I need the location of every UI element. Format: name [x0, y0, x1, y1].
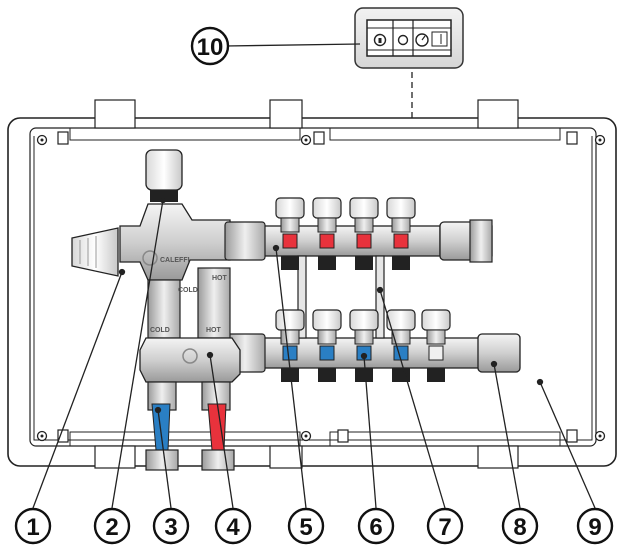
callout-8: 8: [501, 507, 539, 545]
svg-text:HOT: HOT: [206, 327, 222, 334]
svg-text:9: 9: [588, 514, 601, 541]
svg-text:2: 2: [105, 514, 118, 541]
callout-1: 1: [14, 507, 52, 545]
callout-10: 10: [190, 26, 230, 66]
manifold-brackets: [297, 255, 385, 339]
svg-text:7: 7: [438, 514, 451, 541]
supply-flow-icon: [282, 233, 298, 249]
leader-lines: [32, 43, 596, 509]
svg-text:COLD: COLD: [178, 287, 198, 294]
callout-5: 5: [287, 507, 325, 545]
callout-9: 9: [576, 507, 614, 545]
clock-icon: [415, 33, 429, 47]
enclosure-box: [7, 99, 617, 469]
svg-text:HOT: HOT: [212, 275, 228, 282]
callout-6: 6: [357, 507, 395, 545]
svg-text:CALEFFI: CALEFFI: [160, 257, 190, 264]
svg-text:8: 8: [513, 514, 526, 541]
return-flow-icon: [282, 345, 298, 361]
callout-4: 4: [214, 507, 252, 545]
brand-logo-icon: [397, 34, 409, 46]
callout-7: 7: [426, 507, 464, 545]
supply-valves: [275, 197, 416, 270]
callout-2: 2: [93, 507, 131, 545]
svg-text:3: 3: [164, 514, 177, 541]
svg-text:10: 10: [197, 34, 224, 61]
svg-text:1: 1: [26, 514, 39, 541]
svg-text:4: 4: [226, 514, 240, 541]
svg-text:5: 5: [299, 514, 312, 541]
return-valves: [275, 309, 451, 382]
thermal-actuator: [145, 149, 183, 191]
mixing-group: CALEFFI COLD HOT COLD HOT: [71, 149, 266, 471]
screw-icon: [36, 134, 606, 442]
callout-3: 3: [152, 507, 190, 545]
control-unit: [354, 7, 464, 69]
thermostatic-head: [71, 227, 119, 277]
svg-text:COLD: COLD: [150, 327, 170, 334]
lock-icon: [373, 33, 387, 47]
svg-text:6: 6: [369, 514, 382, 541]
